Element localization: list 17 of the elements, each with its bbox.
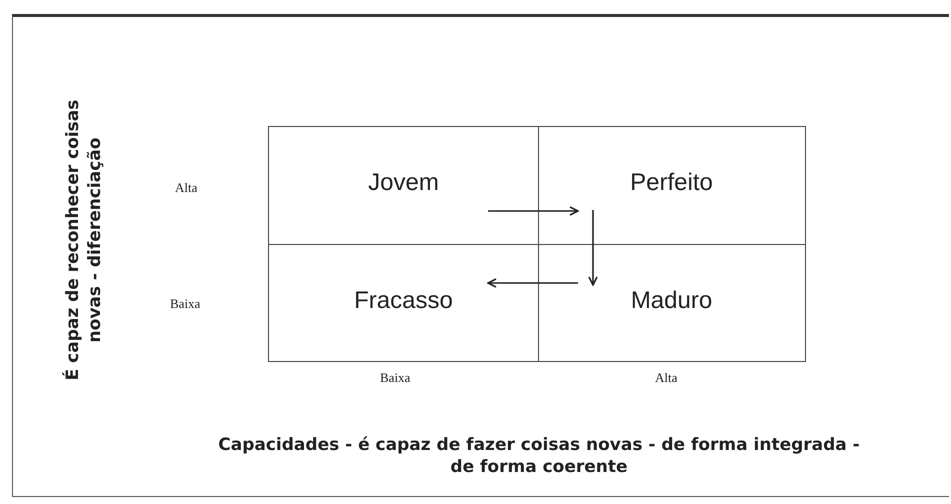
quadrant-label: Maduro [630, 287, 712, 315]
quadrant-cell [268, 126, 540, 246]
quadrant-label: Fracasso [354, 287, 453, 315]
axis-tick-label: Alta [655, 370, 678, 386]
quadrant-label: Jovem [368, 169, 439, 197]
quadrant-cell [538, 244, 806, 362]
arrow [488, 206, 579, 216]
axis-title: Capacidades - é capaz de fazer coisas novas - de forma integrada - de forma coerente [217, 434, 861, 478]
quadrant-cell [268, 244, 540, 362]
quadrant-label: Perfeito [630, 169, 713, 197]
arrow [487, 278, 578, 288]
axis-tick-label: Alta [175, 180, 198, 196]
axis-tick-label: Baixa [380, 370, 410, 386]
arrow [588, 210, 598, 286]
axis-title: É capaz de reconhecer coisas novas - diferenciação [62, 98, 106, 382]
axis-tick-label: Baixa [170, 296, 200, 312]
quadrant-cell [538, 126, 806, 246]
